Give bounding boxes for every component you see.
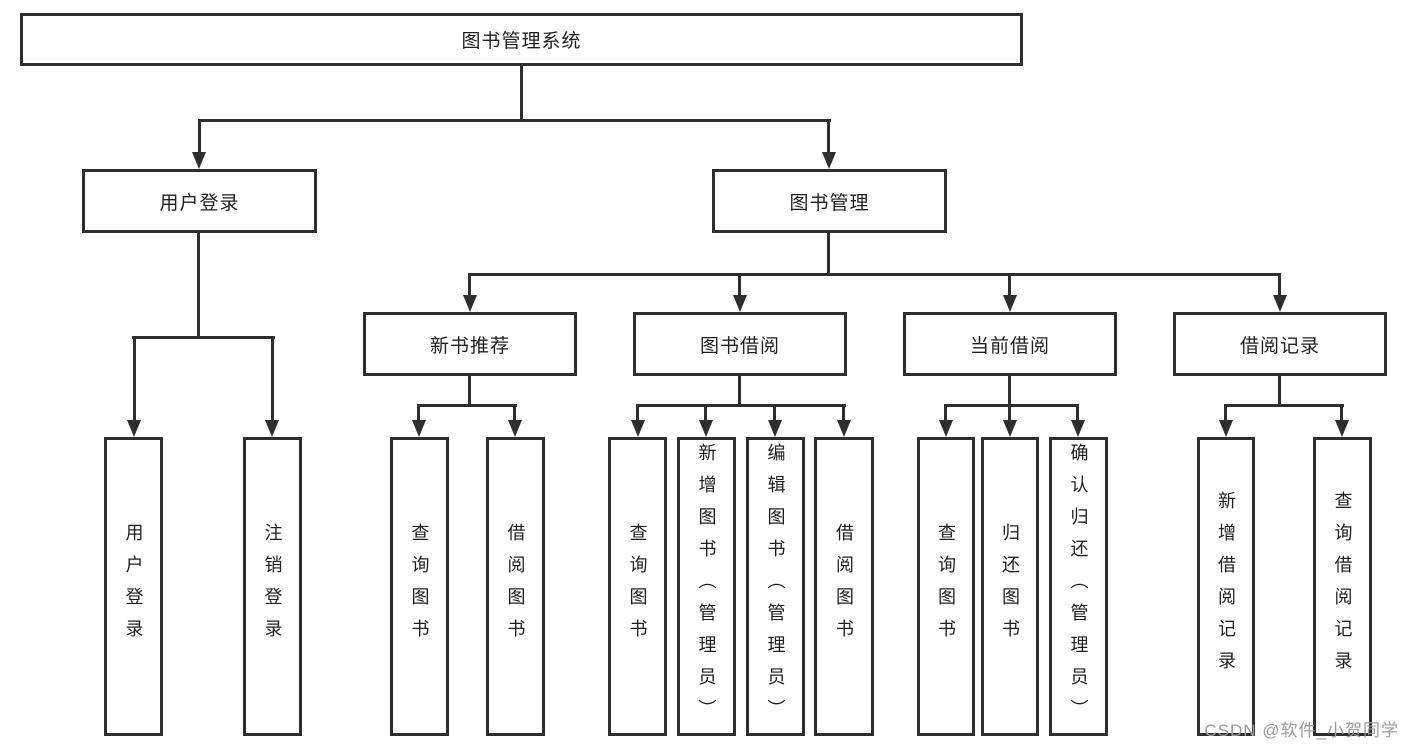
connector-records-stem (1278, 376, 1281, 407)
node-leaf-borrow-add-label: 新增图书（管理员） (696, 442, 717, 731)
node-mgmt-branch: 图书管理 (712, 169, 947, 233)
node-leaf-borrow-query-label: 查询图书 (627, 522, 648, 651)
node-login-branch-label: 用户登录 (159, 192, 240, 214)
node-leaf-logout-label: 注销登录 (262, 522, 283, 651)
connector-nb-borrow-drop (513, 404, 516, 422)
node-leaf-records-query: 查询借阅记录 (1313, 437, 1372, 736)
node-leaf-current-query: 查询图书 (917, 437, 975, 736)
node-leaf-logout: 注销登录 (243, 437, 302, 736)
node-leaf-current-confirm: 确认归还（管理员） (1049, 437, 1108, 736)
node-leaf-current-query-label: 查询图书 (936, 522, 956, 651)
connector-cb-confirm-drop (1076, 404, 1079, 422)
node-root: 图书管理系统 (20, 13, 1023, 66)
connector-current-rail (944, 404, 1079, 407)
node-leaf-current-confirm-label: 确认归还（管理员） (1068, 442, 1089, 731)
connector-bb-edit-drop (773, 404, 776, 422)
node-leaf-newbook-borrow: 借阅图书 (486, 437, 545, 736)
arrowhead-borrow (733, 295, 747, 312)
connector-bb-add-drop (704, 404, 707, 422)
node-leaf-borrow-query: 查询图书 (608, 437, 667, 736)
node-login-branch: 用户登录 (82, 169, 317, 233)
connector-root-stem (520, 66, 523, 121)
node-leaf-borrow-edit-label: 编辑图书（管理员） (765, 442, 786, 731)
arrowhead-bb-add (699, 420, 713, 437)
connector-br-query-drop (1340, 404, 1343, 422)
connector-borrow-rail (636, 404, 846, 407)
arrowhead-bb-borrow (837, 420, 851, 437)
connector-bb-query-drop (636, 404, 639, 422)
connector-borrow-drop (738, 273, 741, 297)
connector-newbook-rail (417, 404, 517, 407)
arrowhead-mgmt (822, 152, 836, 169)
arrowhead-cb-confirm (1071, 420, 1085, 437)
node-leaf-newbook-query: 查询图书 (390, 437, 449, 736)
node-newbook-branch: 新书推荐 (363, 312, 577, 376)
arrowhead-br-add (1219, 420, 1233, 437)
connector-cb-return-drop (1008, 404, 1011, 422)
node-leaf-current-return-label: 归还图书 (1000, 522, 1020, 651)
connector-login-drop (198, 119, 201, 154)
node-leaf-newbook-borrow-label: 借阅图书 (505, 522, 526, 651)
connector-userlogin-drop (133, 336, 136, 422)
node-leaf-borrow-edit: 编辑图书（管理员） (746, 437, 805, 736)
arrowhead-nb-borrow (508, 420, 522, 437)
arrowhead-bb-edit (768, 420, 782, 437)
arrowhead-nb-query (412, 420, 426, 437)
node-newbook-branch-label: 新书推荐 (429, 335, 510, 357)
node-leaf-current-return: 归还图书 (981, 437, 1039, 736)
node-leaf-records-add-label: 新增借阅记录 (1216, 490, 1236, 683)
connector-borrow-stem (738, 376, 741, 407)
connector-newbook-drop (468, 273, 471, 297)
csdn-watermark: CSDN @软件_小贺同学 (1204, 721, 1399, 740)
arrowhead-login (192, 152, 206, 169)
node-root-label: 图书管理系统 (461, 31, 582, 52)
connector-level2-rail (198, 119, 831, 122)
connector-newbook-stem (468, 376, 471, 407)
arrowhead-cb-query (939, 420, 953, 437)
node-current-branch: 当前借阅 (903, 312, 1117, 376)
arrowhead-newbook (463, 295, 477, 312)
connector-level3-rail (468, 273, 1281, 276)
connector-login-rail (132, 336, 275, 339)
arrowhead-logout (265, 420, 279, 437)
arrowhead-userlogin (127, 420, 141, 437)
connector-login-stem (197, 233, 200, 339)
arrowhead-records (1273, 295, 1287, 312)
connector-records-rail (1224, 404, 1344, 407)
node-leaf-records-add: 新增借阅记录 (1197, 437, 1255, 736)
node-leaf-borrow-add: 新增图书（管理员） (677, 437, 736, 736)
node-records-branch-label: 借阅记录 (1239, 335, 1320, 357)
connector-br-add-drop (1224, 404, 1227, 422)
connector-mgmt-drop (827, 119, 830, 154)
node-current-branch-label: 当前借阅 (969, 335, 1050, 357)
node-mgmt-branch-label: 图书管理 (789, 192, 870, 214)
connector-current-drop (1008, 273, 1011, 297)
arrowhead-br-query (1335, 420, 1349, 437)
connector-current-stem (1008, 376, 1011, 407)
node-leaf-borrow-borrow: 借阅图书 (814, 437, 874, 736)
arrowhead-cb-return (1003, 420, 1017, 437)
arrowhead-current (1003, 295, 1017, 312)
node-leaf-user-login: 用户登录 (104, 437, 163, 736)
connector-mgmt-stem (827, 233, 830, 276)
connector-bb-borrow-drop (842, 404, 845, 422)
node-leaf-records-query-label: 查询借阅记录 (1332, 490, 1353, 683)
node-leaf-newbook-query-label: 查询图书 (409, 522, 430, 651)
connector-cb-query-drop (944, 404, 947, 422)
node-leaf-borrow-borrow-label: 借阅图书 (834, 522, 854, 651)
node-records-branch: 借阅记录 (1173, 312, 1387, 376)
connector-nb-query-drop (417, 404, 420, 422)
connector-logout-drop (271, 336, 274, 422)
connector-records-drop (1278, 273, 1281, 297)
node-leaf-user-login-label: 用户登录 (123, 522, 144, 651)
node-borrow-branch-label: 图书借阅 (699, 335, 780, 357)
arrowhead-bb-query (631, 420, 645, 437)
node-borrow-branch: 图书借阅 (633, 312, 847, 376)
